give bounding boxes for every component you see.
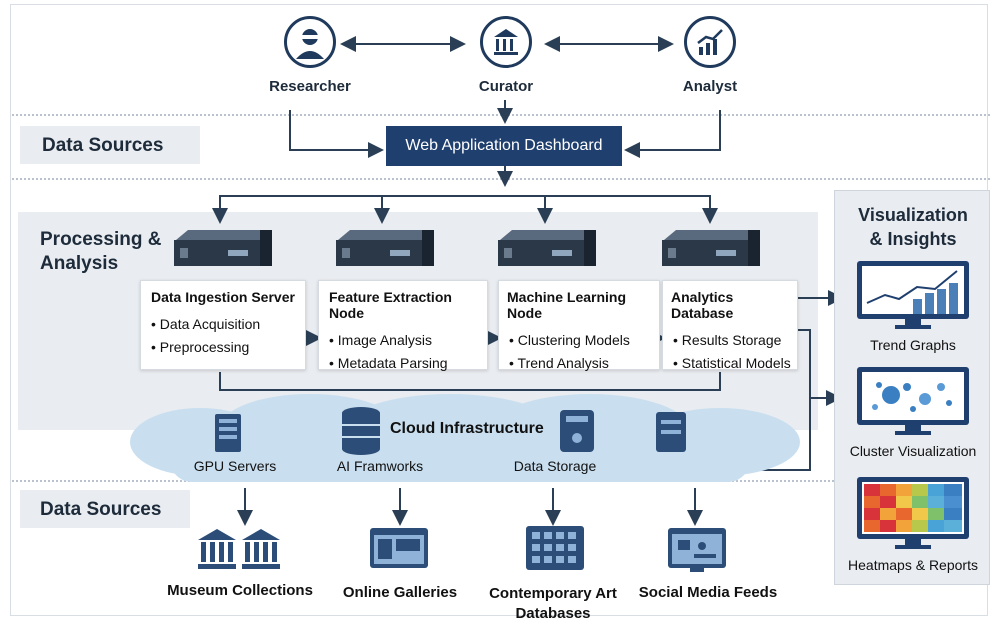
server-icon [330, 226, 440, 275]
source-label: Online Galleries [342, 584, 458, 601]
node-title: Analytics Database [671, 289, 734, 321]
social-feed-icon [666, 526, 728, 577]
analyst-link [624, 110, 721, 158]
actor-label: Curator [478, 78, 534, 95]
section-band [20, 126, 200, 164]
node-analytics-database: Analytics Database Results StorageStatis… [662, 280, 798, 371]
actor-label: Researcher [269, 78, 351, 95]
viz-title: Visualization & Insights [858, 205, 968, 249]
storage-drive-icon [558, 408, 596, 459]
viz-label: Heatmaps & Reports [848, 557, 978, 573]
section-title-processing: Processing & Analysis [40, 229, 162, 274]
database-stack-icon [340, 405, 382, 460]
node-item: Results Storage [673, 329, 797, 352]
node-item: Metadata Parsing [329, 352, 487, 375]
section-title-top-sources: Data Sources [42, 135, 164, 156]
researcher-icon [284, 16, 336, 68]
trend-graph-monitor-icon [855, 259, 971, 336]
cloud-title: Cloud Infrastructure [390, 420, 544, 437]
server-icon [168, 226, 278, 275]
section-title-bottom-sources: Data Sources [40, 499, 162, 520]
cloud-item: AI Framworks [336, 458, 424, 474]
node-item: Data Acquisition [151, 313, 305, 336]
distribution-line [219, 195, 711, 216]
server-icon [492, 226, 602, 275]
node-item: Trend Analysis [509, 352, 659, 375]
actor-label: Analyst [682, 78, 738, 95]
art-database-icon [524, 524, 586, 577]
server-rack-icon [213, 412, 243, 459]
cluster-monitor-icon [855, 365, 971, 442]
node-data-ingestion: Data Ingestion Server Data AcquisitionPr… [140, 280, 306, 370]
source-label: Social Media Feeds [638, 584, 778, 601]
section-band [20, 490, 190, 528]
gallery-window-icon [368, 526, 430, 575]
node-item: Image Analysis [329, 329, 487, 352]
viz-label: Cluster Visualization [849, 443, 977, 459]
node-item: Preprocessing [151, 336, 305, 359]
museum-icon [196, 526, 286, 577]
researcher-link [289, 110, 384, 158]
cloud-item: GPU Servers [193, 458, 277, 474]
node-title: Feature Extraction Node [329, 289, 452, 321]
growth-chart-icon [684, 16, 736, 68]
cloud-item: Data Storage [513, 458, 597, 474]
node-title: Data Ingestion Server [151, 289, 295, 305]
storage-drive-icon [654, 410, 688, 459]
aggregation-line [219, 372, 721, 391]
visualization-panel: Visualization & Insights Trend Graphs Cl… [834, 190, 990, 585]
node-feature-extraction: Feature Extraction Node Image AnalysisMe… [318, 280, 488, 371]
source-label: Museum Collections [167, 582, 313, 599]
heatmap-monitor-icon [855, 475, 971, 556]
viz-label: Trend Graphs [870, 337, 956, 353]
server-icon [656, 226, 766, 275]
node-item: Clustering Models [509, 329, 659, 352]
node-item: Statistical Models [673, 352, 797, 375]
museum-building-icon [480, 16, 532, 68]
source-label: Contemporary Art Databases [489, 585, 617, 622]
web-dashboard-box: Web Application Dashboard [386, 126, 622, 166]
node-machine-learning: Machine Learning Node Clustering ModelsT… [498, 280, 660, 371]
dashboard-label: Web Application Dashboard [405, 137, 603, 154]
node-title: Machine Learning Node [507, 289, 627, 321]
